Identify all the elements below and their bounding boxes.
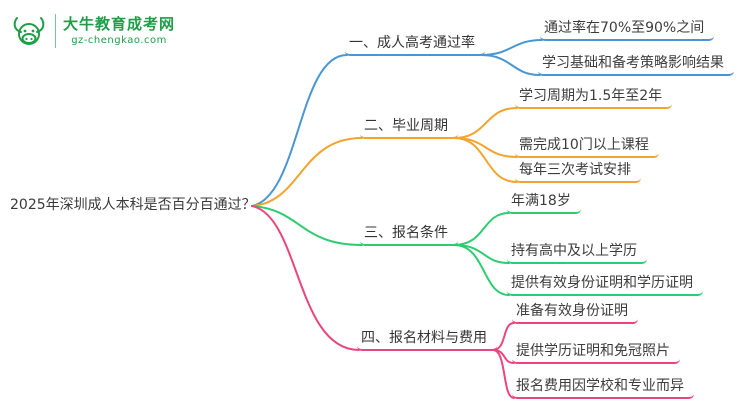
child-line-graduation-3 [453,137,518,183]
branch-line-graduation-cycle [251,137,363,207]
leaf-pass-rate-range: 通过率在70%至90%之间 [540,20,715,41]
child-line-requirements-3 [453,244,510,296]
leaf-exam-schedule: 每年三次考试安排 [515,162,641,183]
leaf-pass-rate-factors: 学习基础和备考策略影响结果 [538,55,734,76]
site-name: 大牛教育成考网 [63,15,176,33]
child-line-materials-3 [492,349,515,399]
leaf-study-period: 学习周期为1.5年至2年 [515,88,673,109]
leaf-age-requirement: 年满18岁 [507,193,581,214]
branch-requirements: 三、报名条件 [360,225,458,246]
leaf-prepare-id: 准备有效身份证明 [512,303,638,324]
site-url: gz-chengkao.com [71,35,167,46]
child-line-requirements-1 [453,212,510,246]
branch-line-pass-rate [251,54,348,207]
central-topic: 2025年深圳成人本科是否百分百通过？ [10,197,256,213]
leaf-diploma-photo: 提供学历证明和免冠照片 [512,343,680,364]
leaf-courses-required: 需完成10门以上课程 [515,137,659,158]
child-line-requirements-2 [453,244,510,264]
branch-line-requirements [251,205,363,246]
branch-line-materials-fees [251,205,360,351]
child-line-graduation-2 [453,137,518,158]
child-line-graduation-1 [453,107,518,139]
branch-pass-rate: 一、成人高考通过率 [345,35,485,56]
branch-graduation-cycle: 二、毕业周期 [360,118,458,139]
leaf-fee-varies: 报名费用因学校和专业而异 [512,378,694,399]
child-line-pass-rate-1 [480,39,543,56]
child-line-pass-rate-2 [480,54,541,76]
leaf-education-requirement: 持有高中及以上学历 [507,243,647,264]
site-logo[interactable]: 大牛教育成考网 gz-chengkao.com [10,12,175,50]
bull-logo-icon [13,17,45,45]
leaf-id-proof-requirement: 提供有效身份证明和学历证明 [507,275,703,296]
logo-divider [55,14,56,48]
branch-materials-fees: 四、报名材料与费用 [357,330,497,351]
